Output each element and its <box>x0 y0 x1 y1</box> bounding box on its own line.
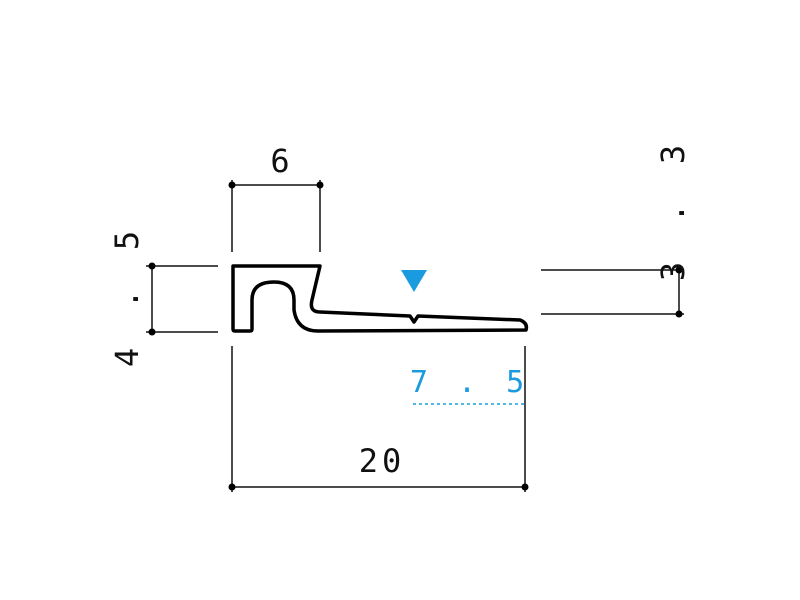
top-width-dimension: 6 <box>228 142 324 252</box>
top-width-tick-left <box>228 181 236 189</box>
inner-offset-label: 7 . 5 <box>410 365 530 400</box>
right-height-label: 3 . 3 <box>654 135 692 281</box>
triangle-down-icon <box>401 270 427 292</box>
left-height-dimension: 4 . 5 <box>108 221 218 367</box>
right-height-tick-bottom <box>675 310 683 318</box>
right-height-dimension: 3 . 3 <box>541 135 692 318</box>
right-height-tick-top <box>675 266 683 274</box>
left-height-tick-top <box>148 262 156 270</box>
left-height-tick-bottom <box>148 328 156 336</box>
overall-width-tick-left <box>228 483 236 491</box>
left-height-label: 4 . 5 <box>108 221 146 367</box>
overall-width-label: 20 <box>359 442 406 480</box>
top-width-label: 6 <box>270 142 289 180</box>
overall-width-tick-right <box>521 483 529 491</box>
overall-width-dimension: 20 <box>228 346 529 492</box>
extrusion-profile <box>231 264 529 333</box>
top-width-tick-right <box>316 181 324 189</box>
inner-offset-dimension: 7 . 5 <box>410 365 530 405</box>
